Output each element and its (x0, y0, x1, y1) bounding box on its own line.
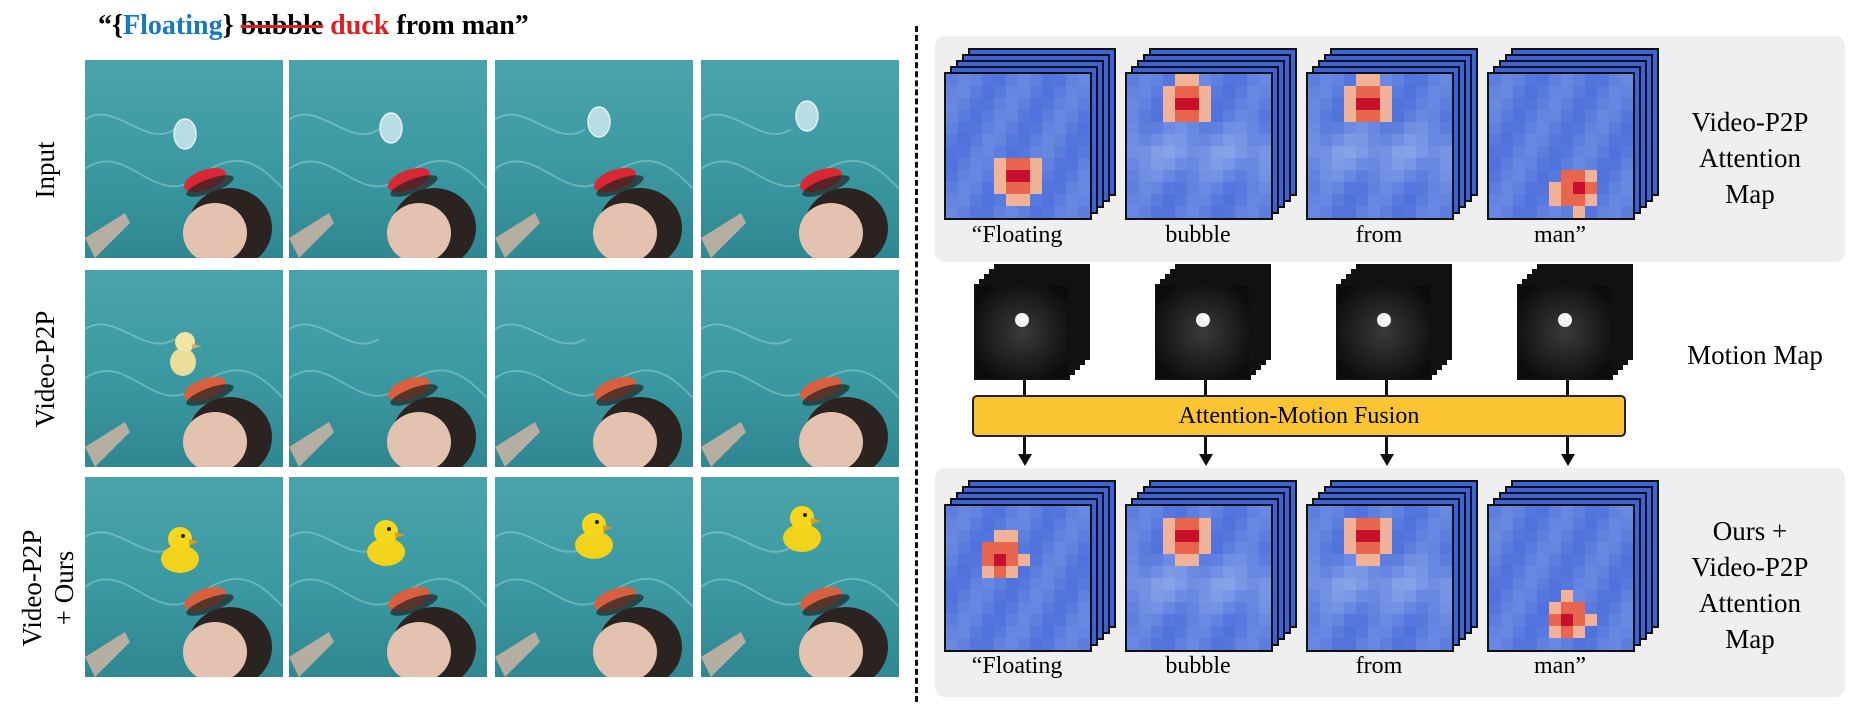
motion-map-stack (1336, 264, 1516, 464)
arrow-head (1017, 454, 1032, 466)
video-frame (289, 270, 487, 467)
attention-map-front (1125, 72, 1273, 220)
prompt-close-brace: } (222, 10, 234, 41)
motion-map-front (974, 284, 1070, 380)
video-frame (701, 270, 899, 467)
motion-map-front (1517, 284, 1613, 380)
video-frame (85, 477, 283, 677)
attention-map-stack (944, 480, 1124, 684)
attention-map-stack (1306, 48, 1486, 252)
video-frame (495, 270, 693, 467)
arrow-shaft (1204, 437, 1207, 454)
prompt-replacement-word: duck (330, 10, 390, 41)
video-frame (495, 60, 693, 258)
prompt-struck-word: bubble (240, 10, 324, 41)
prompt-word-label: man” (1534, 653, 1586, 679)
prompt-word-label: “Floating (971, 222, 1063, 248)
video-frame (85, 270, 283, 467)
video-frame (701, 477, 899, 677)
video-frame (289, 60, 487, 258)
attention-map-stack (944, 48, 1124, 252)
row-label-input: Input (30, 141, 60, 199)
motion-map-stack (1155, 264, 1335, 464)
arrow-head (1379, 454, 1394, 466)
motion-map-front (1336, 284, 1432, 380)
prompt-word-label: man” (1534, 222, 1586, 248)
arrow-head (1560, 454, 1575, 466)
attention-map-stack (1487, 48, 1667, 252)
connector-line (1566, 380, 1569, 396)
video-frame (289, 477, 487, 677)
attention-map-front (1306, 504, 1454, 652)
prompt-floating: Floating (123, 10, 223, 41)
arrow-head (1198, 454, 1213, 466)
connector-line (1385, 380, 1388, 396)
connector-line (1204, 380, 1207, 396)
attention-map-stack (1306, 480, 1486, 684)
bottom-attention-label: Ours + Video-P2P Attention Map (1691, 516, 1809, 654)
connector-line (1023, 380, 1026, 396)
motion-map-stack (974, 264, 1154, 464)
video-frame (85, 60, 283, 258)
arrow-shaft (1566, 437, 1569, 454)
prompt-word-label: bubble (1165, 222, 1231, 248)
arrow-shaft (1385, 437, 1388, 454)
attention-map-stack (1487, 480, 1667, 684)
attention-map-front (944, 72, 1092, 220)
video-frame (701, 60, 899, 258)
motion-map-label: Motion Map (1687, 340, 1823, 370)
motion-map-stack (1517, 264, 1697, 464)
prompt-open: “{ (98, 10, 124, 41)
prompt-title: “{Floating} bubble duck from man” (98, 10, 529, 42)
divider-line (915, 26, 918, 702)
attention-map-front (1306, 72, 1454, 220)
motion-map-front (1155, 284, 1251, 380)
prompt-word-label: from (1355, 222, 1403, 248)
prompt-word-label: from (1355, 653, 1403, 679)
attention-map-front (1125, 504, 1273, 652)
attention-map-stack (1125, 480, 1305, 684)
attention-map-front (1487, 504, 1635, 652)
prompt-word-label: “Floating (971, 653, 1063, 679)
attention-map-front (944, 504, 1092, 652)
arrow-shaft (1023, 437, 1026, 454)
top-attention-label: Video-P2P Attention Map (1691, 107, 1809, 209)
attention-map-front (1487, 72, 1635, 220)
attention-map-stack (1125, 48, 1305, 252)
video-frame (495, 477, 693, 677)
prompt-word-label: bubble (1165, 653, 1231, 679)
attention-motion-fusion-box: Attention-Motion Fusion (972, 395, 1626, 437)
prompt-rest: from man” (396, 10, 529, 41)
